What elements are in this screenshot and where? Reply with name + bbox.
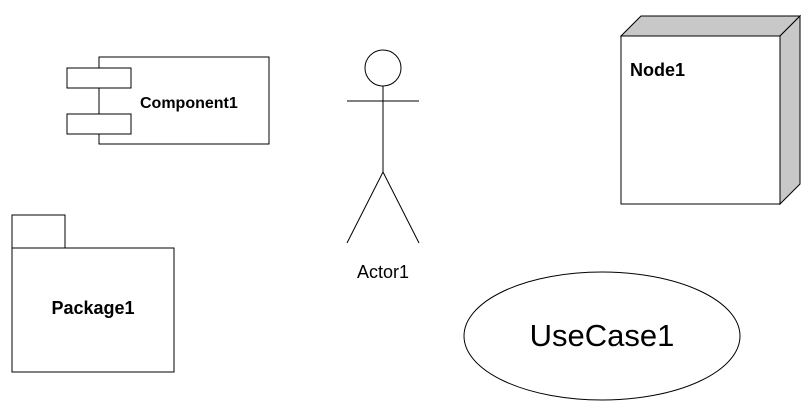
- package-element[interactable]: Package1: [11, 214, 175, 373]
- usecase-element[interactable]: UseCase1: [463, 271, 741, 401]
- package-label: Package1: [51, 298, 134, 318]
- component-element[interactable]: Component1: [66, 56, 270, 145]
- node-top-face: [619, 15, 801, 37]
- actor-head: [364, 49, 402, 87]
- actor-leg-left: [346, 171, 384, 244]
- component-label: Component1: [140, 95, 238, 112]
- actor-label: Actor1: [357, 262, 409, 282]
- component-port-bottom: [66, 113, 132, 135]
- usecase-ellipse: [463, 271, 741, 401]
- package-tab: [11, 214, 66, 249]
- node-label: Node1: [630, 60, 685, 80]
- node-side-face: [779, 14, 801, 206]
- component-port-top: [66, 67, 132, 89]
- package-body: [11, 247, 175, 373]
- actor-leg-right: [382, 171, 420, 244]
- node-element[interactable]: Node1: [619, 14, 801, 206]
- actor-element[interactable]: Actor1: [346, 49, 420, 282]
- usecase-label: UseCase1: [530, 318, 675, 353]
- node-front-face: [620, 35, 781, 205]
